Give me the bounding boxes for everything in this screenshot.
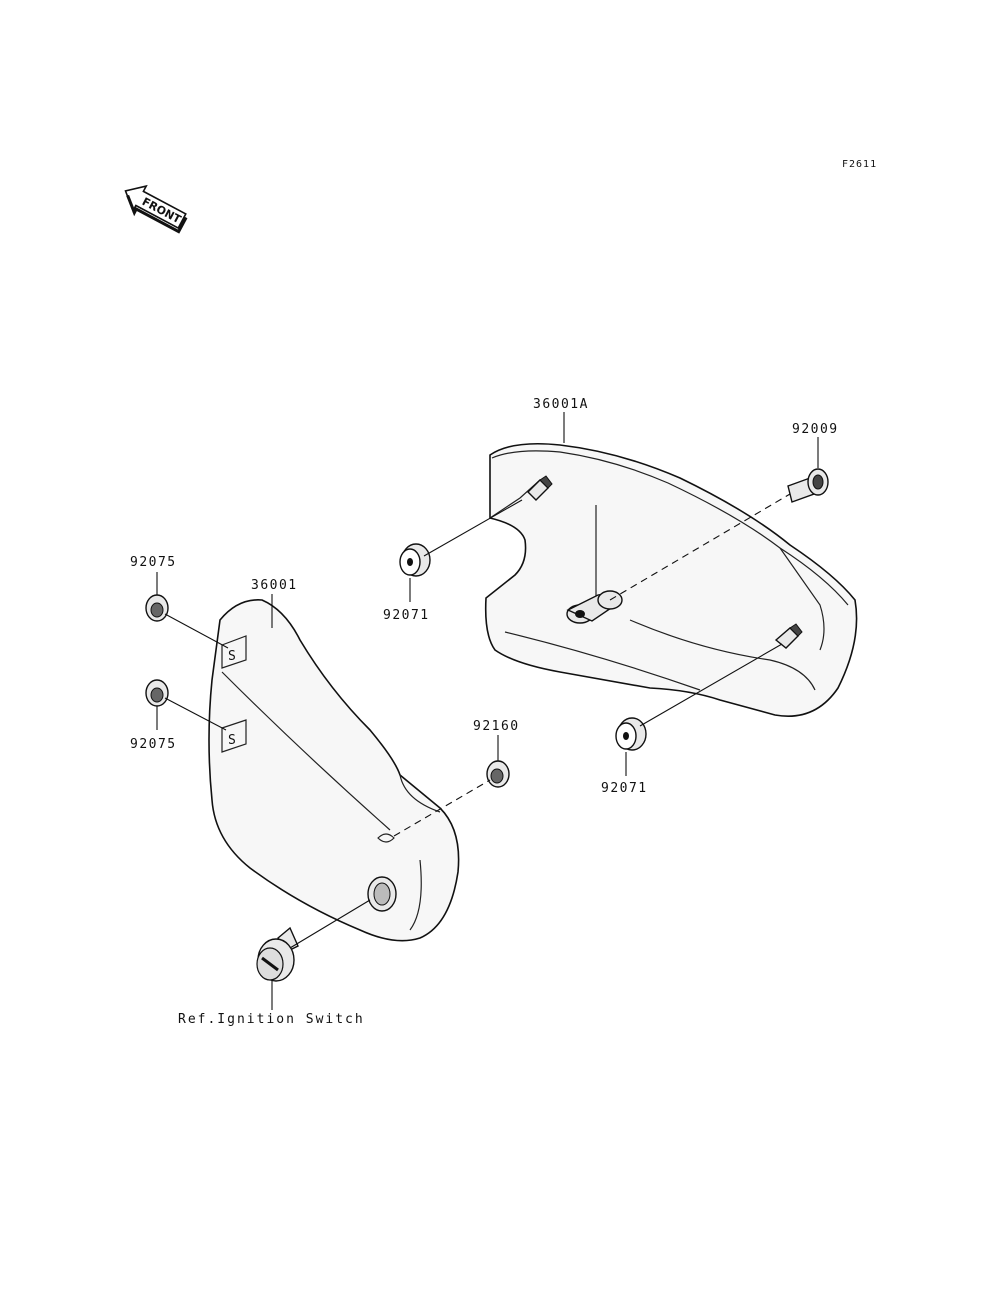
leader-lines <box>156 412 819 1010</box>
label-92009: 92009 <box>792 422 839 437</box>
label-36001: 36001 <box>251 578 298 593</box>
assembly-lines <box>164 493 791 949</box>
front-arrow-icon: FRONT <box>124 184 188 234</box>
label-92075-lower: 92075 <box>130 737 177 752</box>
svg-text:S: S <box>228 649 237 664</box>
label-92071-upper: 92071 <box>383 608 430 623</box>
cover-pin-icon <box>774 623 803 649</box>
side-cover-right <box>484 442 858 717</box>
figure-code: F2611 <box>842 159 877 170</box>
bolt-92009-icon <box>787 468 829 503</box>
label-92071-lower: 92071 <box>601 781 648 796</box>
grommet-92071-upper-icon <box>399 543 431 577</box>
ignition-switch-icon <box>256 926 299 982</box>
cover-pin-icon <box>527 475 553 501</box>
label-36001A: 36001A <box>533 397 589 412</box>
clip-icon: S <box>221 719 247 753</box>
clip-icon: S <box>221 635 247 669</box>
ignition-switch-hole-icon <box>367 876 397 912</box>
grommet-92075-lower-icon <box>145 679 169 707</box>
reference-note: Ref.Ignition Switch <box>178 1012 365 1027</box>
side-cover-left: S S <box>208 599 460 942</box>
label-92160: 92160 <box>473 719 520 734</box>
grommet-92075-upper-icon <box>145 594 169 622</box>
grommet-92160-icon <box>486 760 510 788</box>
grommet-92071-lower-icon <box>615 717 647 751</box>
svg-text:S: S <box>228 733 237 748</box>
label-92075-upper: 92075 <box>130 555 177 570</box>
